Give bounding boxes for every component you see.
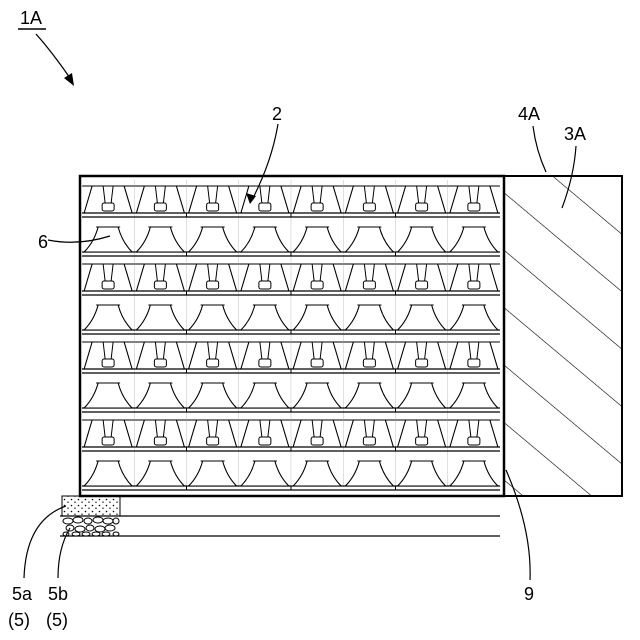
label-3a: 3A (564, 124, 586, 144)
cone-tip (363, 359, 375, 367)
cone-tip (207, 281, 219, 289)
label-5a: 5a (12, 584, 33, 604)
cone-tip (102, 281, 114, 289)
pebble (63, 518, 73, 524)
cone-tip (102, 359, 114, 367)
pebble (103, 518, 113, 524)
label-2: 2 (272, 104, 282, 124)
figure-arrow (36, 34, 70, 78)
cone-tip (416, 437, 428, 445)
cone-tip (468, 281, 480, 289)
cone-tip (207, 203, 219, 211)
cone-tip (311, 281, 323, 289)
cone-tip (259, 281, 271, 289)
cone-tip (207, 359, 219, 367)
cone-tip (416, 203, 428, 211)
cone-tip (311, 203, 323, 211)
label-5b-ref: (5) (46, 610, 68, 630)
figure-arrowhead (64, 73, 74, 86)
cone-tip (416, 281, 428, 289)
cone-tip (363, 203, 375, 211)
cone-tip (154, 437, 166, 445)
figure-label: 1A (20, 8, 42, 28)
outer-frame (80, 176, 504, 496)
cone-tip (154, 281, 166, 289)
pebble (84, 518, 92, 524)
pebble (113, 532, 119, 536)
pebble-layer-5b (63, 517, 119, 536)
label-5b: 5b (48, 584, 68, 604)
cone-tip (311, 437, 323, 445)
leader-4a (533, 126, 546, 172)
cone-tip (363, 281, 375, 289)
label-9: 9 (524, 584, 534, 604)
side-panel (504, 176, 622, 496)
pebble (82, 532, 90, 536)
pebble (75, 526, 85, 532)
pebble (113, 518, 119, 524)
pebble (92, 532, 100, 536)
leader-5a (24, 506, 66, 578)
cone-tip (102, 203, 114, 211)
cone-tip (207, 437, 219, 445)
pebble (95, 526, 105, 532)
cone-tip (363, 437, 375, 445)
cone-tip (259, 203, 271, 211)
cone-tip (259, 359, 271, 367)
pebble (73, 517, 83, 523)
cone-tip (416, 359, 428, 367)
cone-tip (311, 359, 323, 367)
cone-tip (468, 437, 480, 445)
pebble (105, 525, 115, 531)
cone-tip (154, 203, 166, 211)
pebble (86, 525, 94, 531)
pebble (102, 532, 110, 536)
cone-tip (468, 359, 480, 367)
label-6: 6 (38, 232, 48, 252)
cone-tip (259, 437, 271, 445)
pebble (93, 517, 103, 523)
label-5a-ref: (5) (8, 610, 30, 630)
cone-tip (154, 359, 166, 367)
pebble (72, 532, 80, 536)
cone-tip (468, 203, 480, 211)
label-4a: 4A (518, 104, 540, 124)
cone-tip (102, 437, 114, 445)
porous-layer-5a (62, 496, 120, 516)
